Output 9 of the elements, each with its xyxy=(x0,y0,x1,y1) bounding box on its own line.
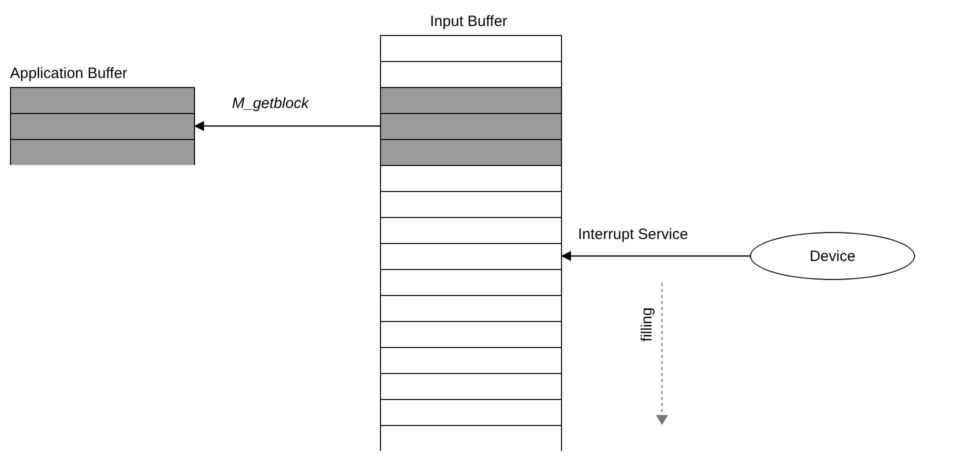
buffer-title: Application Buffer xyxy=(10,65,128,82)
arrow xyxy=(194,121,380,131)
buffer-title: Input Buffer xyxy=(430,13,508,30)
edge-label: M_getblock xyxy=(230,95,311,112)
device-ellipse xyxy=(750,232,915,280)
direction-label: filling xyxy=(638,306,656,344)
edge-label: Interrupt Service xyxy=(576,226,690,243)
arrow xyxy=(561,251,750,261)
device-label: Device xyxy=(810,248,856,264)
